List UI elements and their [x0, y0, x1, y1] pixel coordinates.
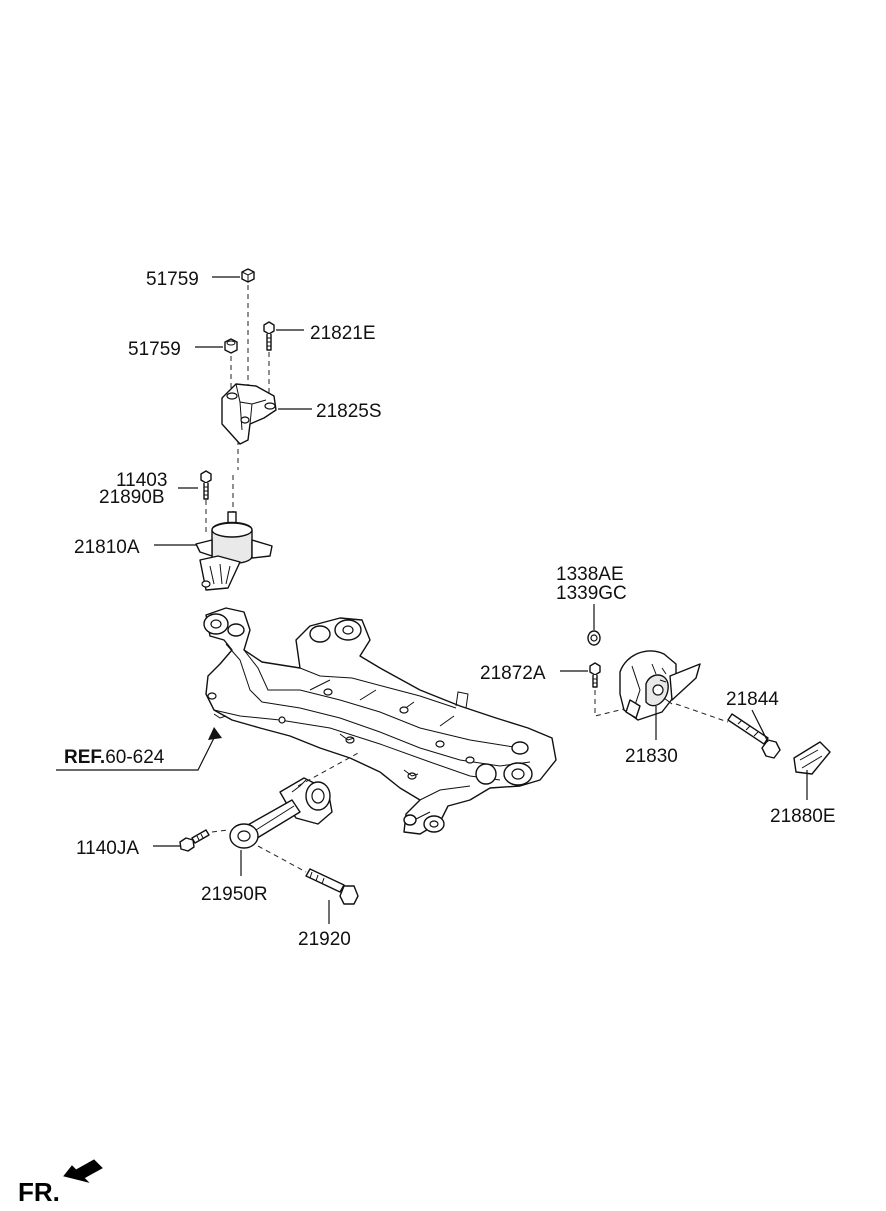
- nut-51759-left: [224, 338, 238, 354]
- callout-21950R: 21950R: [201, 884, 268, 905]
- cover-21880E: [793, 741, 831, 775]
- callout-11403: 11403: [116, 470, 167, 491]
- bolt-1140JA: [179, 829, 210, 852]
- nut-51759-top: [241, 268, 255, 283]
- bolt-11403: [200, 470, 212, 500]
- callout-21825S: 21825S: [316, 401, 382, 422]
- roll-rod-21950R: [229, 777, 333, 849]
- fr-label: FR.: [18, 1177, 60, 1207]
- callout-21830: 21830: [625, 746, 678, 767]
- mount-21830: [619, 650, 701, 721]
- callout-21880E: 21880E: [770, 806, 836, 827]
- callout-21920: 21920: [298, 929, 351, 950]
- bolt-21872A: [589, 662, 601, 688]
- ref-number: 60-624: [105, 747, 165, 768]
- bolt-21844: [727, 713, 781, 759]
- callout-51759-left: 51759: [128, 339, 181, 360]
- callout-21821E: 21821E: [310, 323, 376, 344]
- nut-1338AE: [587, 630, 601, 646]
- mount-21810A: [195, 511, 273, 591]
- bracket-21825S: [221, 383, 277, 445]
- subframe: [203, 607, 557, 835]
- callout-ref: REF.60-624: [64, 747, 165, 768]
- bolt-21920: [305, 868, 359, 905]
- callout-1338AE: 1338AE: [556, 564, 624, 585]
- callout-21890B: 21890B: [99, 487, 165, 508]
- bolt-21821E: [263, 321, 275, 351]
- callout-1140JA: 1140JA: [76, 838, 139, 859]
- callout-51759-top: 51759: [146, 269, 199, 290]
- callout-21810A: 21810A: [74, 537, 140, 558]
- ref-prefix: REF.: [64, 747, 105, 768]
- front-arrow-icon: [63, 1159, 103, 1183]
- front-direction-indicator: FR.: [18, 1159, 103, 1207]
- callout-1339GC: 1339GC: [556, 583, 627, 604]
- callout-21844: 21844: [726, 689, 779, 710]
- callout-21872A: 21872A: [480, 663, 546, 684]
